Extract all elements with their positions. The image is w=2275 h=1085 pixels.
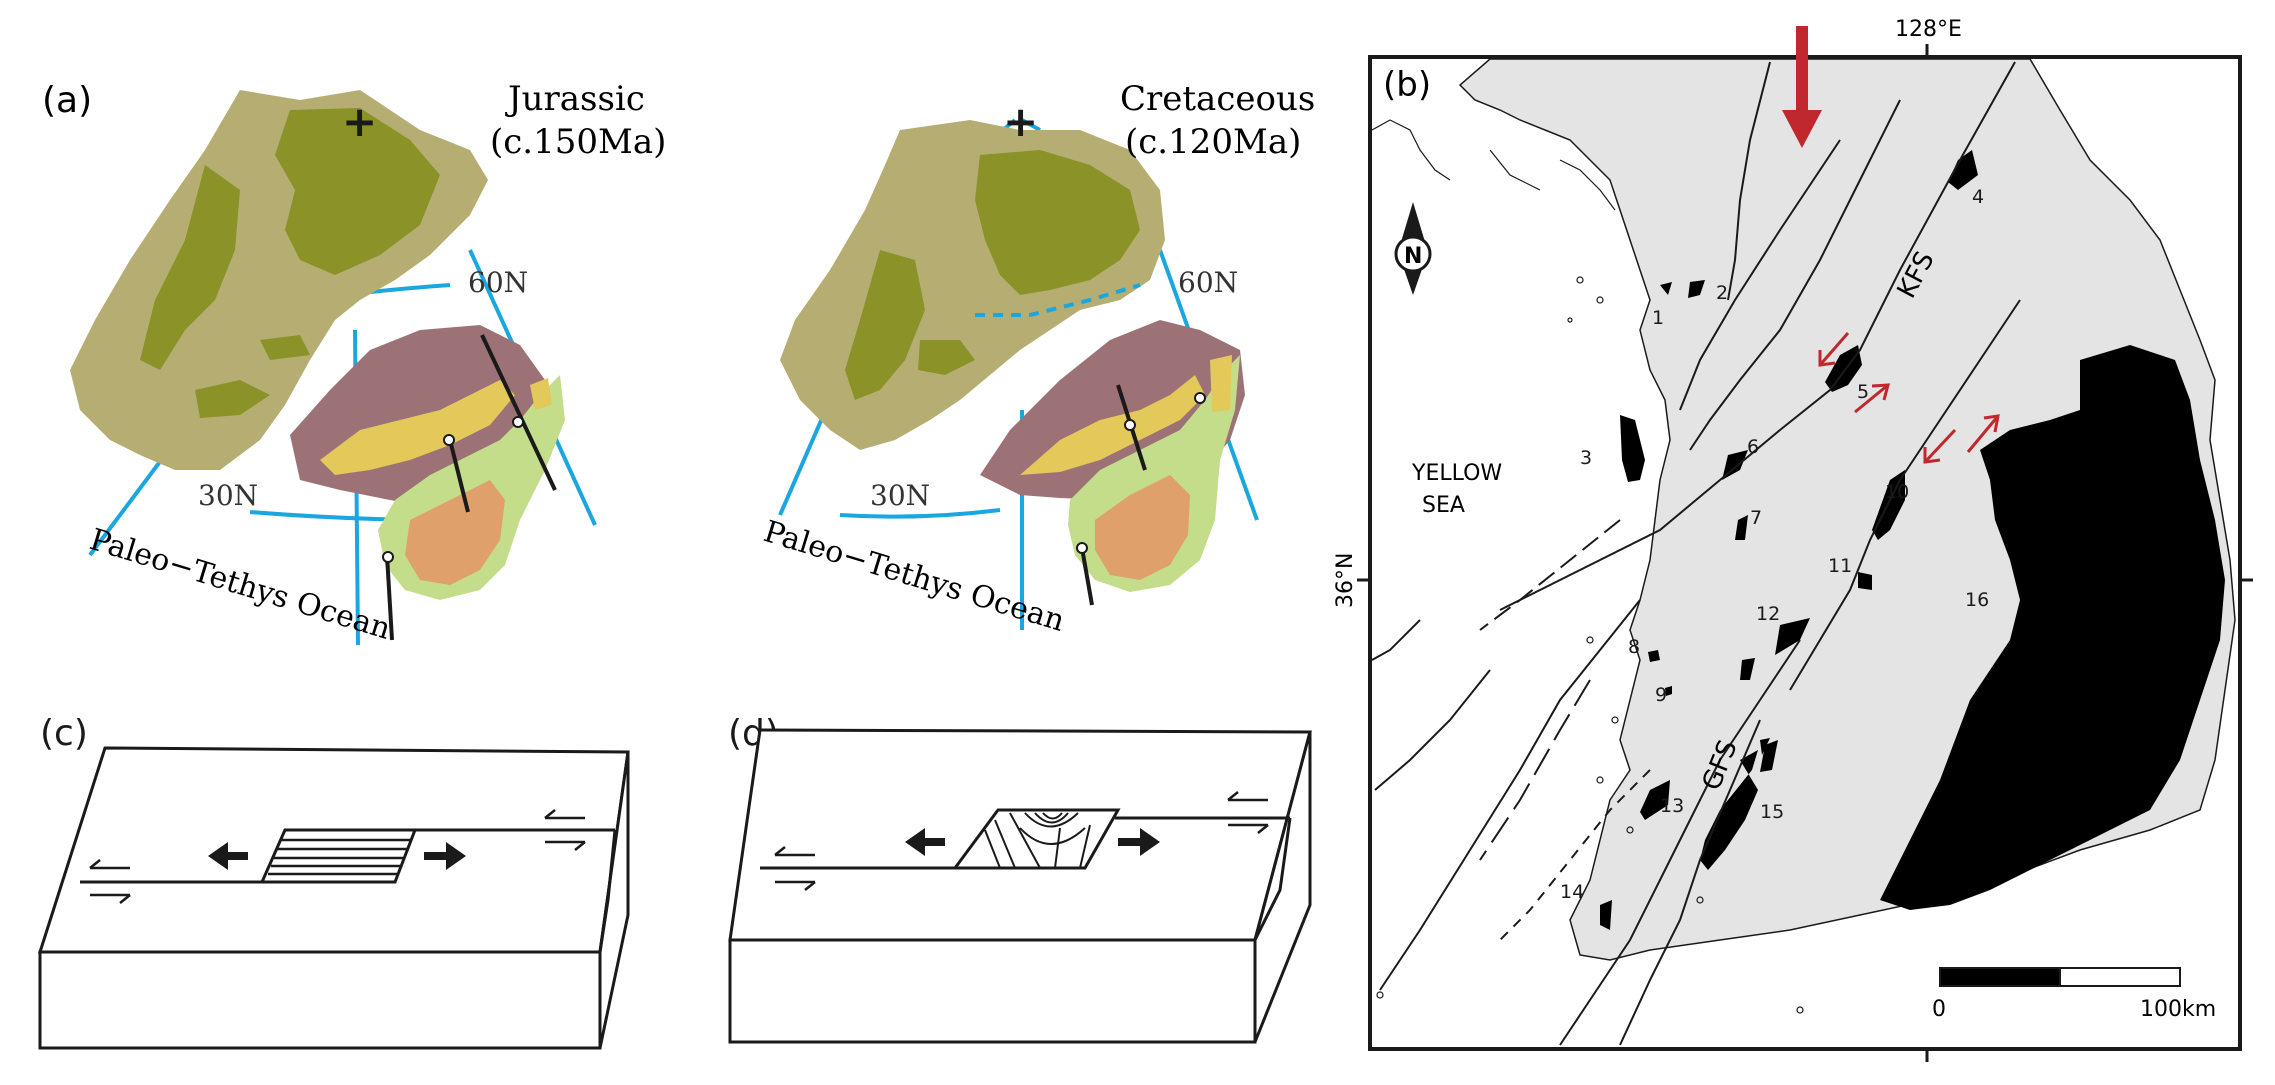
panel-c-right-arrow-icon [424,842,466,870]
jurassic-lat-60: 60N [468,266,528,299]
cretaceous-craton-inner-3 [918,340,975,375]
panel-c-block-diagram: (c) [37,713,630,1050]
panel-b-north-arrow: N [1394,202,1432,295]
panel-b-scale-bar: 0 100km [1932,967,2216,1022]
jurassic-terrane-yellow [320,380,515,475]
cretaceous-dashed-suture [975,283,1141,317]
panel-c-left-arrow-icon [208,842,248,870]
basin-number: 8 [1628,636,1640,658]
panel-b-compression-arrow-icon [1782,26,1822,148]
panel-b-lon-label: 128°E [1895,17,1962,42]
basin-number: 12 [1756,603,1780,625]
panel-c-shear-arrows [89,809,586,904]
sea-label-line2: SEA [1422,493,1465,518]
cretaceous-lat-60: 60N [1178,266,1238,299]
north-label: N [1404,244,1422,269]
jurassic-craton-inner-4 [260,335,310,360]
basin-number: 14 [1560,881,1584,903]
panel-a-jurassic-map: (a) + [42,79,666,647]
basin-number: 10 [1885,481,1909,503]
panel-d-left-arrow-icon [905,828,945,856]
basin-number: 5 [1857,381,1869,403]
cretaceous-suture-nodes [1076,392,1206,554]
basin-number: 13 [1660,795,1684,817]
basin-number: 6 [1747,436,1759,458]
panel-d-block-diagram: (d) [728,713,1312,1044]
panel-b-lat-label: 36°N [1333,553,1358,608]
jurassic-lat-30: 30N [198,479,258,512]
basin-number: 2 [1716,282,1728,304]
basin-number: 9 [1655,684,1667,706]
panel-b-basin-numbers: 1 2 3 4 5 6 7 8 9 10 11 12 13 14 15 16 [1560,186,1989,903]
jurassic-pole-cross: + [342,97,377,146]
panel-d-right-arrow-icon [1118,828,1160,856]
scale-end-label: 100km [2140,997,2216,1022]
cretaceous-craton-inner-2 [845,250,925,400]
basin-number: 11 [1828,555,1852,577]
panel-b-islands [1371,119,1804,1014]
jurassic-craton-inner-3 [195,380,270,418]
cretaceous-lat-30: 30N [870,479,930,512]
cretaceous-terrane-yellow [1020,375,1205,475]
panel-c-basin-strata [268,838,410,876]
sea-label-line1: YELLOW [1411,461,1502,486]
cretaceous-craton-inner-1 [975,150,1140,295]
panel-c-front-face [38,950,602,1050]
cretaceous-title-line2: (c.120Ma) [1125,122,1301,162]
jurassic-terrane-orange [405,480,505,585]
scale-start-label: 0 [1932,997,1946,1022]
jurassic-suture-nodes [382,416,524,563]
jurassic-title-line1: Jurassic [505,79,645,119]
panel-b-faults [1371,61,2021,1046]
panel-d-shear-arrows [774,791,1269,891]
panel-d-basin [952,808,1121,870]
basin-number: 3 [1580,447,1592,469]
cretaceous-terrane-yellow-small [1210,355,1232,412]
jurassic-craton-inner-2 [140,165,240,370]
panel-d-front-face [728,938,1257,1044]
panel-b-shear-arrows [1818,332,2000,464]
cretaceous-terrane-orange [1095,475,1190,580]
panel-d-basin-fill [984,812,1091,869]
panel-d-side-face [1253,731,1312,1043]
panel-a-label: (a) [42,80,92,121]
basin-number: 15 [1760,801,1784,823]
panel-b-map: (b) 128°E 36°N N YELLOW SEA KFS GFS 1 2 … [1333,17,2253,1062]
jurassic-terrane-yellow-small [530,378,552,410]
north-circle-icon [1394,235,1432,273]
basin-number: 16 [1965,589,1989,611]
jurassic-title-line2: (c.150Ma) [490,122,666,162]
panel-a-cretaceous-map: + Cretaceous (c.120Ma) 60N 30N Paleo−Tet… [760,79,1316,639]
panel-b-basins [1600,150,2225,930]
cretaceous-title-line1: Cretaceous [1120,79,1315,119]
cretaceous-pole-cross: + [1003,97,1038,146]
basin-number: 7 [1750,507,1762,529]
panel-b-label: (b) [1383,65,1431,105]
panel-c-label: (c) [40,713,88,754]
basin-number: 1 [1652,307,1664,329]
jurassic-sutures [385,334,557,641]
basin-number: 4 [1972,186,1984,208]
panel-c-basin [259,828,418,884]
jurassic-ocean-label: Paleo−Tethys Ocean [86,522,395,647]
jurassic-craton-inner-1 [275,108,440,275]
